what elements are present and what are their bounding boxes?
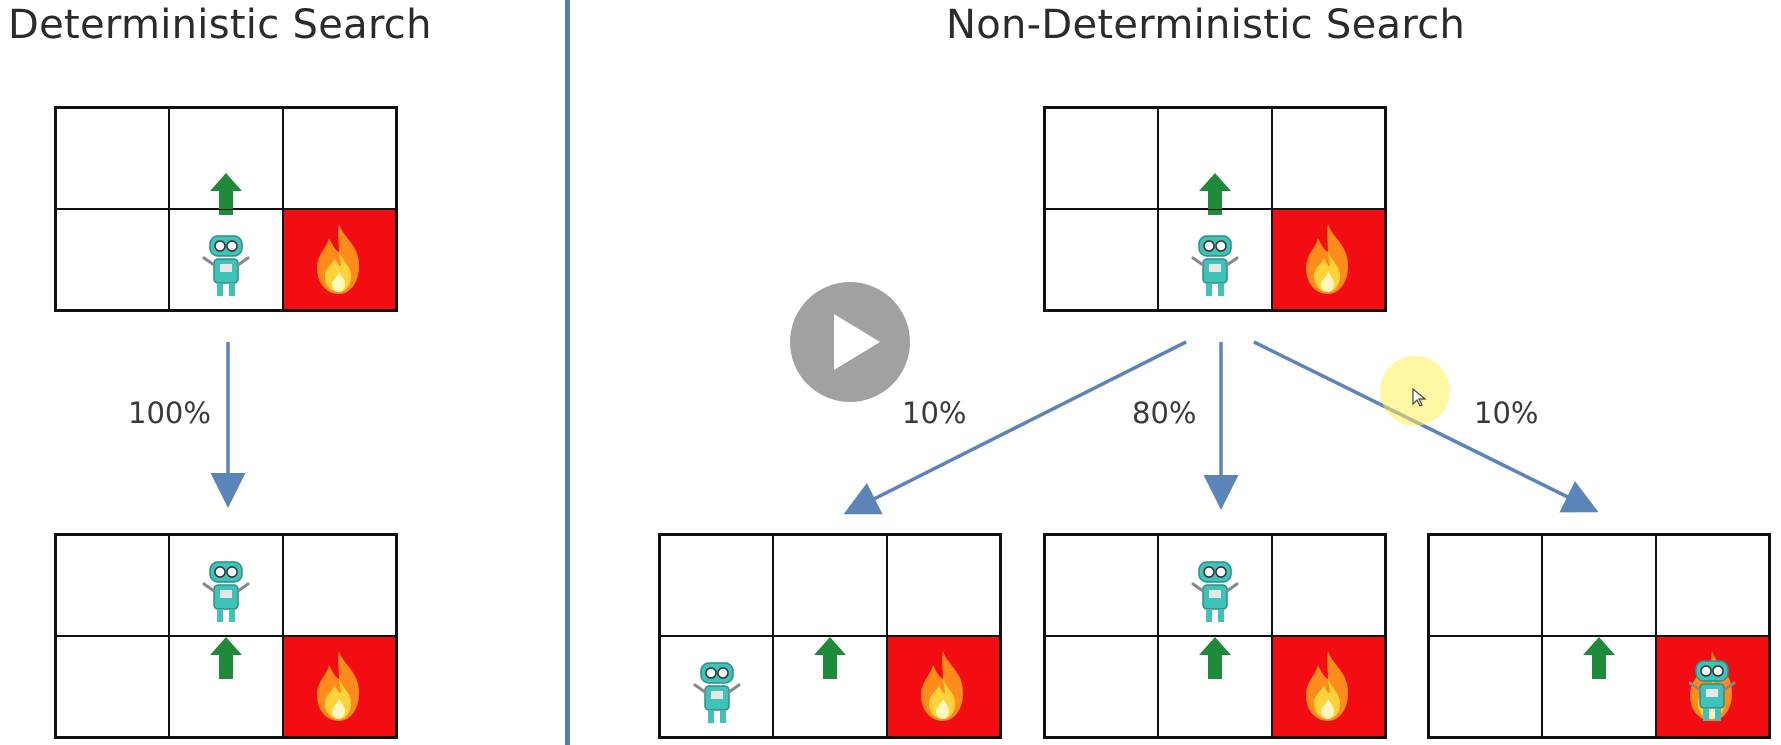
grid-cell [660, 535, 774, 636]
arrow-up-icon [813, 637, 846, 679]
grid-cell [1045, 636, 1159, 737]
grid-cell [169, 108, 283, 215]
arrow-up-icon [1582, 637, 1615, 679]
grid-cell [1045, 535, 1159, 636]
arrow-up-icon [1198, 637, 1231, 679]
grid-cell [1542, 535, 1656, 636]
grid-cell [1655, 636, 1769, 737]
grid-cell [1429, 535, 1543, 636]
robot-icon [1191, 235, 1239, 296]
fire-icon [1306, 224, 1349, 294]
robot-icon [202, 561, 250, 622]
grid-cell [56, 209, 170, 310]
grid-cell [1158, 636, 1272, 737]
fire-icon [921, 651, 964, 721]
grid-cell [1158, 535, 1272, 636]
divider [565, 0, 570, 745]
grid-cell [282, 535, 396, 636]
fire-icon [317, 224, 360, 294]
fire-icon [317, 651, 360, 721]
grid-cell [1271, 108, 1385, 209]
nondet-before-grid [1043, 106, 1387, 312]
robot-icon [693, 662, 741, 723]
fire-icon [1306, 651, 1349, 721]
grid-cell [1158, 209, 1272, 310]
grid-cell [282, 209, 396, 310]
det-after-grid [54, 533, 398, 739]
cursor-icon [1412, 387, 1427, 407]
grid-cell [1271, 636, 1385, 737]
arrow-up-icon [209, 173, 242, 215]
grid-cell [1542, 636, 1656, 737]
robot-icon [1688, 660, 1736, 721]
grid-cell [282, 636, 396, 737]
grid-cell [1158, 108, 1272, 215]
grid-cell [1271, 535, 1385, 636]
nondet-outcome-left-grid [658, 533, 1002, 739]
nondet-outcome-right-grid [1427, 533, 1771, 739]
robot-icon [202, 235, 250, 296]
grid-cell [56, 636, 170, 737]
pct-right: 10% [1474, 396, 1539, 430]
grid-cell [169, 535, 283, 636]
title-deterministic: Deterministic Search [8, 2, 432, 48]
pct-center: 80% [1132, 396, 1197, 430]
grid-cell [1045, 108, 1159, 209]
nondet-outcome-center-grid [1043, 533, 1387, 739]
arrow-up-icon [209, 637, 242, 679]
grid-cell [886, 535, 1000, 636]
robot-icon [1191, 561, 1239, 622]
grid-cell [169, 636, 283, 737]
play-button[interactable] [790, 282, 910, 402]
grid-cell [1429, 636, 1543, 737]
grid-cell [773, 535, 887, 636]
det-before-grid [54, 106, 398, 312]
cursor-highlight [1380, 356, 1450, 426]
grid-cell [886, 636, 1000, 737]
grid-cell [56, 108, 170, 209]
grid-cell [282, 108, 396, 209]
title-non-deterministic: Non-Deterministic Search [946, 2, 1466, 48]
pct-left: 10% [902, 396, 967, 430]
grid-cell [169, 209, 283, 310]
grid-cell [1271, 209, 1385, 310]
arrow-up-icon [1198, 173, 1231, 215]
play-icon [834, 314, 880, 370]
grid-cell [773, 636, 887, 737]
grid-cell [1655, 535, 1769, 636]
grid-cell [1045, 209, 1159, 310]
grid-cell [660, 636, 774, 737]
grid-cell [56, 535, 170, 636]
pct-deterministic: 100% [128, 396, 211, 430]
